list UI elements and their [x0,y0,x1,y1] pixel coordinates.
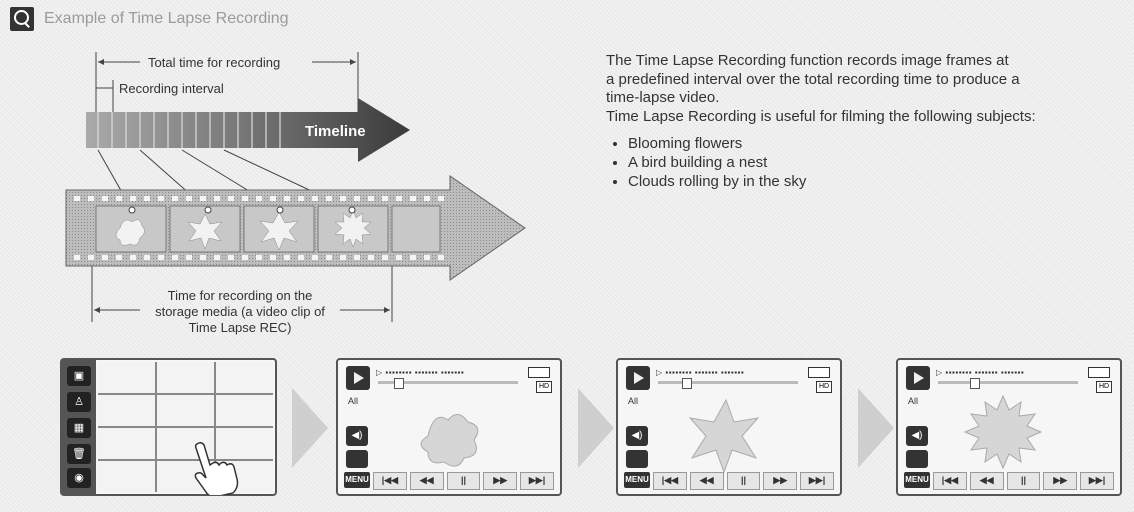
pause-button[interactable]: || [726,472,761,490]
camera-mode-button[interactable]: ▣ [67,366,91,386]
time-lapse-diagram [65,52,526,322]
all-label: All [348,396,359,406]
list-item: A bird building a nest [628,153,1126,172]
menu-button[interactable]: MENU [344,472,370,488]
pause-button[interactable]: || [446,472,481,490]
play-icon[interactable] [346,366,370,390]
thumbnail[interactable] [157,362,214,393]
play-indicator-icon: ▷ ▪▪▪▪▪▪▪▪ ▪▪▪▪▪▪▪ ▪▪▪▪▪▪▪ [656,368,745,377]
all-label: All [908,396,919,406]
thumbnail-grid [98,362,273,492]
progress-knob[interactable] [394,378,404,389]
rewind-button[interactable]: ◀◀ [969,472,1004,490]
flower-frame [688,398,760,474]
caption-line: Time for recording on the [167,288,313,303]
thumbnail[interactable] [98,428,155,459]
hand-pointer-icon [194,441,239,495]
chevron-right-icon [578,388,614,468]
chevron-right-icon [858,388,894,468]
all-label: All [628,396,639,406]
thumbnail[interactable] [98,362,155,393]
list-item: Blooming flowers [628,134,1126,153]
delete-icon[interactable]: 🗑 [67,444,91,464]
rewind-button[interactable]: ◀◀ [409,472,444,490]
caption-line: storage media (a video clip of [155,304,325,319]
flower-frame [963,394,1043,470]
film-icon[interactable]: ▦ [67,418,91,438]
progress-bar[interactable] [378,381,518,384]
progress-bar[interactable] [658,381,798,384]
playback-controls: MENU |◀◀ ◀◀ || ▶▶ ▶▶| [344,472,554,490]
play-icon[interactable] [626,366,650,390]
person-icon[interactable]: ♙ [67,392,91,412]
playback-screen: ▷ ▪▪▪▪▪▪▪▪ ▪▪▪▪▪▪▪ ▪▪▪▪▪▪▪ HD All ◀) MEN… [336,358,562,496]
progress-bar[interactable] [938,381,1078,384]
timeline-label: Timeline [305,123,366,140]
display-mode-icon[interactable] [626,450,648,468]
interval-label: Recording interval [119,81,224,96]
video-camera-icon[interactable]: ◉ [67,468,91,488]
caption-line: Time Lapse REC) [188,320,292,335]
description-line: a predefined interval over the total rec… [606,70,1020,88]
volume-icon[interactable]: ◀) [626,426,648,446]
playback-controls: MENU |◀◀ ◀◀ || ▶▶ ▶▶| [904,472,1114,490]
hd-badge: HD [816,381,832,393]
storage-caption: Time for recording on the storage media … [140,288,340,336]
section-title: Example of Time Lapse Recording [44,10,289,27]
thumbnail[interactable] [98,461,155,492]
thumbnail-gallery-screen: ▣ ♙ ▦ 🗑 ◉ [60,358,277,496]
rewind-button[interactable]: ◀◀ [689,472,724,490]
playback-screen: ▷ ▪▪▪▪▪▪▪▪ ▪▪▪▪▪▪▪ ▪▪▪▪▪▪▪ HD All ◀) MEN… [616,358,842,496]
description: The Time Lapse Recording function record… [606,52,1126,191]
menu-button[interactable]: MENU [904,472,930,488]
play-indicator-icon: ▷ ▪▪▪▪▪▪▪▪ ▪▪▪▪▪▪▪ ▪▪▪▪▪▪▪ [376,368,465,377]
magnifier-icon [10,7,34,31]
skip-forward-button[interactable]: ▶▶| [520,472,554,490]
total-time-label: Total time for recording [148,55,281,70]
skip-forward-button[interactable]: ▶▶| [800,472,834,490]
thumbnail[interactable] [98,395,155,426]
thumbnail[interactable] [216,395,273,426]
fast-forward-button[interactable]: ▶▶ [763,472,798,490]
volume-icon[interactable]: ◀) [906,426,928,446]
description-line: The Time Lapse Recording function record… [606,52,1009,69]
battery-icon [528,367,550,378]
thumbnail[interactable] [216,362,273,393]
flower-frame [420,414,479,467]
description-line: time-lapse video. [606,89,720,106]
skip-back-button[interactable]: |◀◀ [373,472,407,490]
progress-knob[interactable] [970,378,980,389]
play-icon[interactable] [906,366,930,390]
skip-back-button[interactable]: |◀◀ [653,472,687,490]
list-item: Clouds rolling by in the sky [628,172,1126,191]
hd-badge: HD [1096,381,1112,393]
progress-knob[interactable] [682,378,692,389]
description-line: Time Lapse Recording is useful for filmi… [606,107,1036,125]
fast-forward-button[interactable]: ▶▶ [483,472,518,490]
playback-controls: MENU |◀◀ ◀◀ || ▶▶ ▶▶| [624,472,834,490]
pause-button[interactable]: || [1006,472,1041,490]
gallery-sidebar: ▣ ♙ ▦ 🗑 ◉ [62,360,96,494]
hd-badge: HD [536,381,552,393]
thumbnail[interactable] [157,395,214,426]
subject-list: Blooming flowers A bird building a nest … [606,134,1126,191]
battery-icon [1088,367,1110,378]
menu-button[interactable]: MENU [624,472,650,488]
skip-back-button[interactable]: |◀◀ [933,472,967,490]
volume-icon[interactable]: ◀) [346,426,368,446]
display-mode-icon[interactable] [346,450,368,468]
skip-forward-button[interactable]: ▶▶| [1080,472,1114,490]
display-mode-icon[interactable] [906,450,928,468]
play-indicator-icon: ▷ ▪▪▪▪▪▪▪▪ ▪▪▪▪▪▪▪ ▪▪▪▪▪▪▪ [936,368,1025,377]
chevron-right-icon [292,388,328,468]
playback-screen: ▷ ▪▪▪▪▪▪▪▪ ▪▪▪▪▪▪▪ ▪▪▪▪▪▪▪ HD All ◀) MEN… [896,358,1122,496]
battery-icon [808,367,830,378]
thumbnail[interactable] [216,428,273,459]
fast-forward-button[interactable]: ▶▶ [1043,472,1078,490]
section-header: Example of Time Lapse Recording [10,6,289,32]
